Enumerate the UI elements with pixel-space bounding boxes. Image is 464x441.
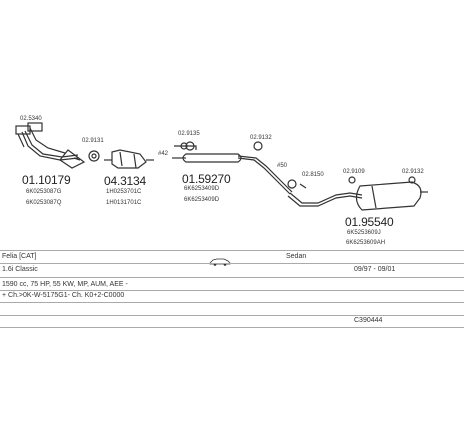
table-line-6 [0, 315, 464, 316]
rear-silencer-drawing [287, 181, 428, 211]
part4-small-code-b: 02.9109 [343, 169, 365, 175]
part2-code-1: 1H0253701C [106, 189, 142, 195]
table-line-1 [0, 250, 464, 251]
part3-code-2: 6K6253409D [184, 197, 220, 203]
part4-small-code-c: 02.9132 [402, 169, 424, 175]
part1-number[interactable]: 01.10179 [22, 173, 71, 187]
front-silencer-drawing [172, 145, 293, 195]
part3-number[interactable]: 01.59270 [182, 172, 231, 186]
part4-small-code-a: 02.8150 [302, 172, 324, 178]
part1-code-1: 6K0253087G [26, 189, 62, 195]
model-text: Felia [CAT] [2, 253, 37, 260]
part1-code-2: 6K0253087Q [26, 200, 62, 206]
table-line-7 [0, 327, 464, 328]
part3-small-code-b: 02.9132 [250, 135, 272, 141]
period-text: 09/97 - 09/01 [354, 266, 396, 273]
spec-text: 1590 cc, 75 HP, 55 KW, MP, AUM, AEE - [2, 281, 128, 288]
part2-small-code: 02.9131 [82, 138, 104, 144]
part1-small-code: 02.5340 [20, 116, 42, 122]
reference-number: C390444 [354, 317, 383, 324]
part2-code-2: 1H0131701C [106, 200, 142, 206]
part3-code-1: 6K6253409D [184, 186, 220, 192]
catalytic-converter-drawing [104, 149, 154, 169]
part4-marker: #50 [277, 163, 288, 169]
exhaust-system-diagram [15, 122, 428, 211]
part2-number[interactable]: 04.3134 [104, 174, 146, 188]
table-line-4 [0, 290, 464, 291]
front-pipe-drawing [15, 122, 86, 169]
table-line-2 [0, 263, 464, 264]
part3-marker: #42 [158, 151, 169, 157]
table-line-5 [0, 302, 464, 303]
part4-code-1: 6K5253609J [347, 230, 381, 236]
body-type-text: Sedan [286, 253, 307, 260]
chassis-note-text: + Ch.>0K-W-5175G1- Ch. K0+2-C0000 [2, 292, 125, 299]
table-line-3 [0, 277, 464, 278]
part4-number[interactable]: 01.95540 [345, 215, 394, 229]
engine-text: 1.6i Classic [2, 266, 38, 273]
car-icon [209, 258, 231, 266]
part4-code-2: 6K6253609AH [346, 240, 386, 246]
part3-small-code-a: 02.9135 [178, 131, 200, 137]
